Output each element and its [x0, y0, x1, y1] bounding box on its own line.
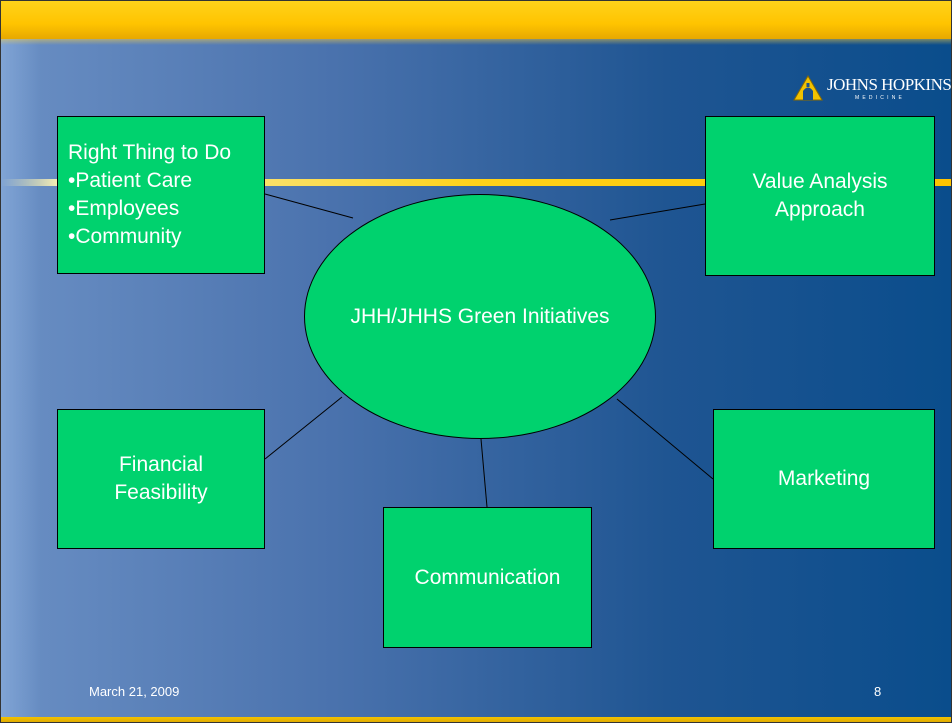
node-marketing: Marketing: [713, 409, 935, 549]
bottom-band: [1, 717, 951, 722]
node-value-analysis-line2: Approach: [775, 198, 865, 221]
connector-communication: [480, 438, 488, 508]
connector-right-thing: [264, 193, 354, 219]
footer-date: March 21, 2009: [89, 684, 180, 699]
node-right-thing-item-employees: •Employees: [68, 197, 180, 220]
node-financial-line1: Financial: [118, 453, 204, 476]
top-band: [1, 1, 951, 39]
left-glow: [1, 1, 41, 722]
top-band-shadow: [1, 39, 951, 45]
johns-hopkins-logo: JOHNS HOPKINS MEDICINE: [791, 73, 951, 107]
dome-shield-icon: [793, 75, 823, 101]
header-stripe: [1, 179, 951, 186]
connector-marketing: [616, 398, 714, 480]
center-label: JHH/JHHS Green Initiatives: [350, 304, 610, 328]
connector-financial: [264, 396, 343, 460]
node-communication: Communication: [383, 507, 592, 648]
logo-subtext: MEDICINE: [855, 95, 906, 101]
node-marketing-label: Marketing: [777, 467, 871, 490]
node-right-thing-title: Right Thing to Do: [68, 141, 232, 164]
center-ellipse: JHH/JHHS Green Initiatives: [304, 194, 656, 439]
node-financial-line2: Feasibility: [114, 481, 208, 504]
node-communication-label: Communication: [414, 565, 561, 589]
page-number: 8: [874, 684, 882, 699]
logo-text: JOHNS HOPKINS: [827, 75, 952, 94]
node-value-analysis: Value Analysis Approach: [705, 116, 935, 276]
node-right-thing-item-community: •Community: [68, 225, 182, 248]
node-financial-feasibility: Financial Feasibility: [57, 409, 265, 549]
node-right-thing-item-patient-care: •Patient Care: [68, 169, 193, 192]
node-right-thing: Right Thing to Do •Patient Care •Employe…: [57, 116, 265, 274]
connector-value-analysis: [609, 203, 706, 221]
node-value-analysis-line1: Value Analysis: [752, 170, 888, 193]
